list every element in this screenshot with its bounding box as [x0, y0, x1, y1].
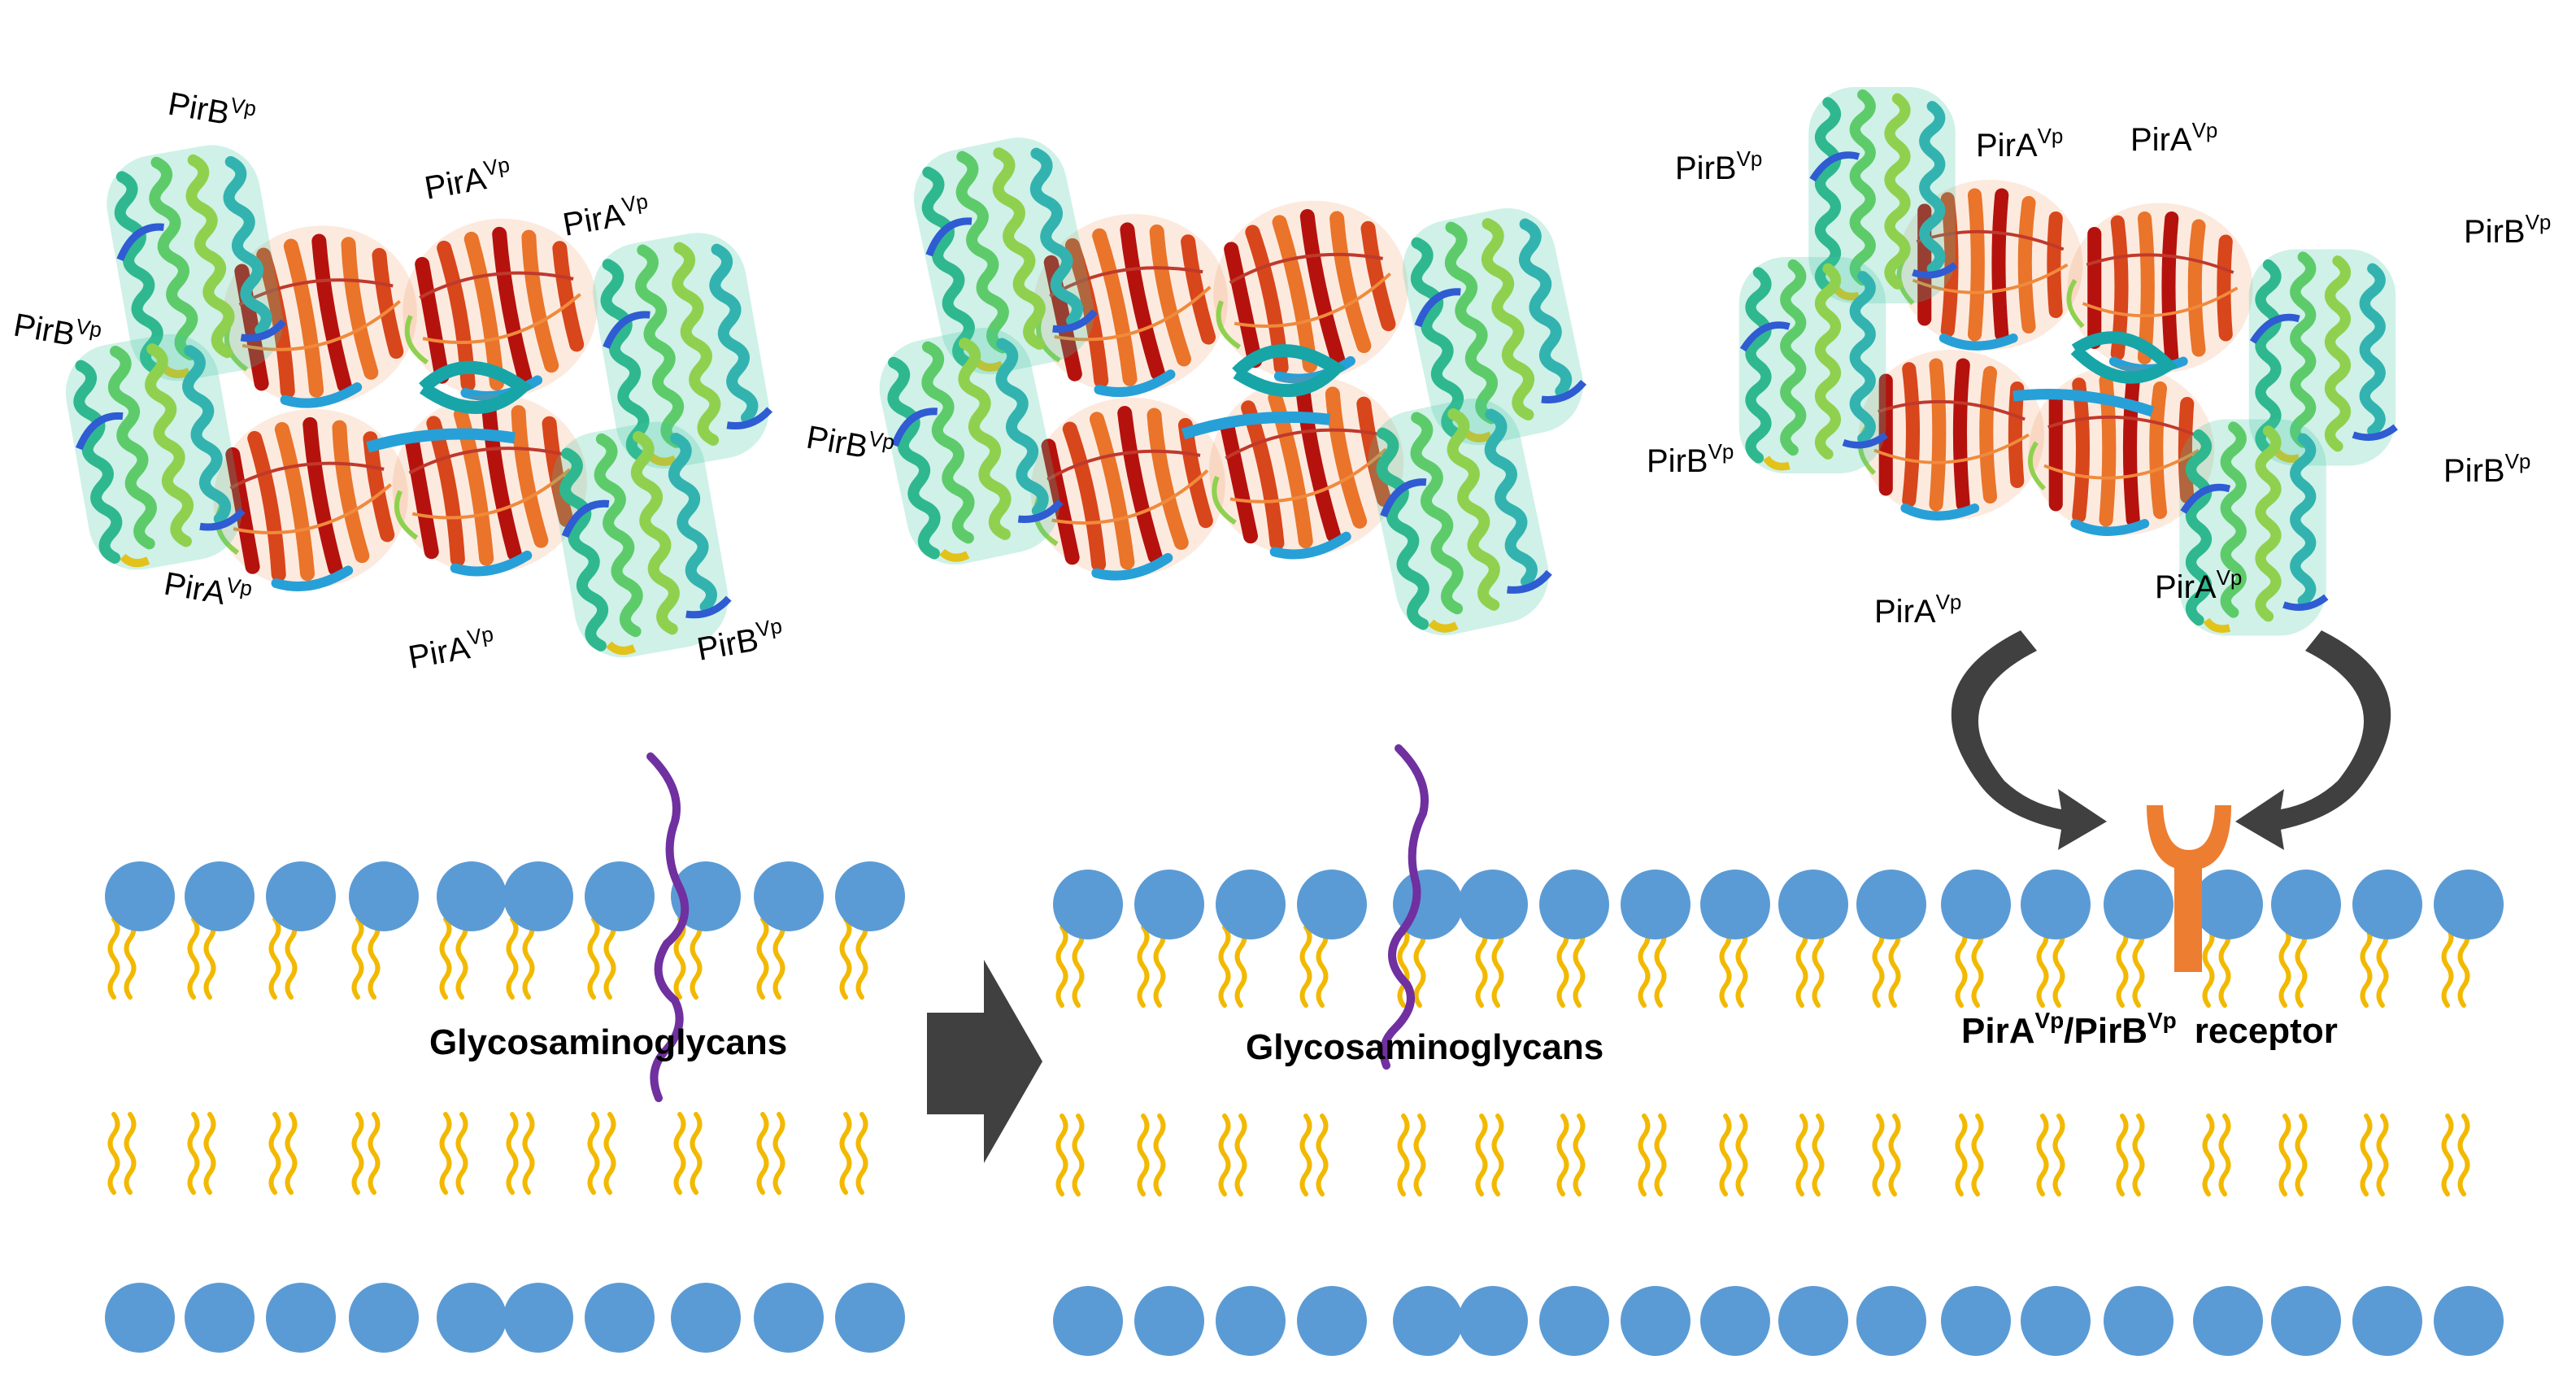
pirB-label: PirBVp [11, 303, 103, 358]
pirA-label: PirAVp [1976, 124, 2063, 163]
y-shaped-receptor [2147, 805, 2231, 972]
lipid-heads-bottom-left [105, 1283, 905, 1353]
lipid-heads-bottom-right [1053, 1286, 2504, 1356]
pirB-label: PirBVp [1647, 439, 1734, 479]
pirA-label: PirAVp [405, 621, 498, 676]
gag-chain-middle [1379, 744, 1429, 1070]
pirA-label: PirAVp [559, 189, 652, 243]
gag-label-left: Glycosaminoglycans [429, 1022, 787, 1062]
membrane-right [1053, 870, 2504, 1356]
pirA-label: PirAVp [1874, 590, 1961, 630]
pirA-label: PirAVp [421, 152, 514, 207]
labels-right-complex: PirBVp PirAVp PirAVp PirBVp PirBVp PirBV… [1647, 118, 2551, 630]
pirB-label: PirBVp [2443, 449, 2530, 489]
lipid-heads-top-right [1053, 870, 2504, 939]
membrane-left [105, 861, 905, 1353]
curved-arrow-pair-icon [1951, 630, 2391, 850]
pirB-label: PirBVp [2464, 210, 2551, 250]
pirB-label: PirBVp [1675, 146, 1762, 186]
pirB-label: PirBVp [803, 416, 896, 470]
pirA-label: PirAVp [161, 562, 254, 617]
pirA-label: PirAVp [2155, 565, 2242, 605]
pirA-label: PirAVp [2130, 118, 2217, 158]
lipid-heads-top-left [105, 861, 905, 931]
complex-right [1739, 87, 2396, 636]
block-arrow-right-icon [927, 960, 1042, 1163]
gag-chain-left [646, 752, 690, 1102]
gag-label-right: Glycosaminoglycans [1246, 1027, 1603, 1067]
complex-middle [833, 32, 1630, 740]
pirB-label: PirBVp [165, 82, 258, 137]
